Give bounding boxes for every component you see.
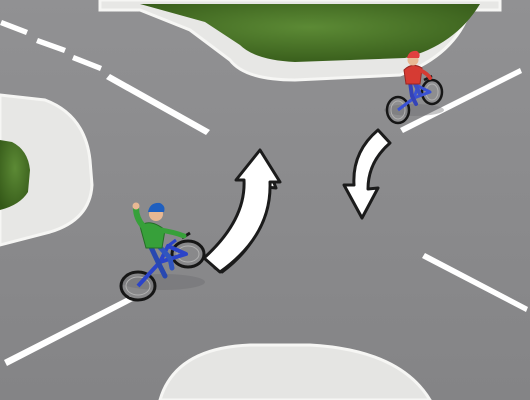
intersection-scene	[0, 0, 530, 400]
intersection-illustration	[0, 0, 530, 400]
